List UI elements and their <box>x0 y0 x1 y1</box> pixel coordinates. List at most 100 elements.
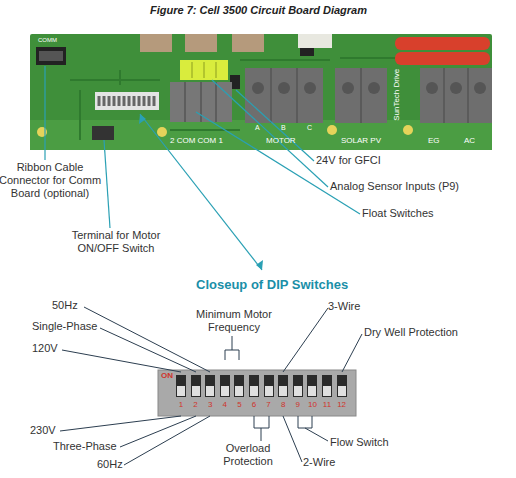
switch-number: 8 <box>276 400 290 410</box>
connector-divider <box>192 62 216 78</box>
dip-switch-slot <box>191 375 201 397</box>
dip-switch-lever <box>192 386 200 396</box>
dip-switch-lever <box>206 386 214 396</box>
brand-marking: SunTech Drive <box>392 65 402 125</box>
board-marking: MOTOR <box>266 136 306 146</box>
inductor-coil <box>395 52 490 65</box>
switch-number: 2 <box>189 400 203 410</box>
switch-number: 6 <box>247 400 261 410</box>
bracket <box>254 416 269 441</box>
dip-switch-slot <box>307 375 317 397</box>
leader-line <box>84 307 210 372</box>
leader-line <box>60 416 181 431</box>
arrow-head <box>256 260 263 270</box>
switch-label: Single-Phase <box>32 320 112 333</box>
section-heading: Closeup of DIP Switches <box>196 277 376 293</box>
dip-switch-slot <box>249 375 259 397</box>
terminal-screw <box>474 82 486 94</box>
mounting-hole <box>157 127 167 137</box>
switch-number: 1 <box>174 400 188 410</box>
capacitor <box>185 34 217 52</box>
terminal-screw <box>368 82 380 94</box>
switch-number: 9 <box>291 400 305 410</box>
dip-switch-slot <box>205 375 215 397</box>
capacitor <box>140 34 172 52</box>
bracket <box>225 336 239 360</box>
leader-line <box>120 416 196 447</box>
callout-label: Analog Sensor Inputs (P9) <box>330 180 500 193</box>
board-marking: 2 COM COM 1 <box>170 136 240 146</box>
callout-label: Float Switches <box>362 207 482 220</box>
dip-switch-lever <box>177 386 185 396</box>
switch-number: 4 <box>218 400 232 410</box>
switch-number: 10 <box>305 400 319 410</box>
dip-switch-lever <box>279 386 287 396</box>
connector-pins <box>39 51 63 61</box>
leader-line <box>342 334 362 372</box>
leader-line <box>212 80 328 187</box>
dip-switch-body <box>158 370 356 416</box>
switch-number: 7 <box>262 400 276 410</box>
ac-terminal <box>420 68 492 123</box>
switch-number: 12 <box>335 400 349 410</box>
circuit-board <box>30 34 492 150</box>
terminal-divider <box>271 68 297 123</box>
terminal-screw <box>304 82 316 94</box>
mounting-hole <box>327 125 337 135</box>
board-trace <box>70 58 410 140</box>
relay <box>298 34 332 48</box>
motor-switch-terminal <box>92 126 114 140</box>
switch-label: 3-Wire <box>328 300 388 313</box>
switch-label: Three-Phase <box>53 440 133 453</box>
callout-label: Ribbon Cable Connector for Comm Board (o… <box>0 161 104 201</box>
switch-label: 230V <box>30 424 70 437</box>
leader-line <box>236 90 314 161</box>
motor-terminal <box>245 68 323 123</box>
switch-label: 2-Wire <box>303 456 363 469</box>
board-dip-switch <box>95 92 159 110</box>
board-marking: COMM <box>38 37 68 44</box>
inductor-coil <box>395 37 490 50</box>
board-marking: AC <box>464 136 480 146</box>
board-marking: SOLAR PV <box>341 136 391 146</box>
dip-switch-lever <box>308 386 316 396</box>
dip-switch-lever <box>323 386 331 396</box>
callout-label: 24V for GFCI <box>316 154 436 167</box>
leader-line <box>44 66 45 160</box>
figure-title: Figure 7: Cell 3500 Circuit Board Diagra… <box>150 4 450 17</box>
board-marking: B <box>281 124 289 132</box>
board-marking: EG <box>428 136 444 146</box>
switch-label: Flow Switch <box>330 436 410 449</box>
board-marking: A <box>255 124 263 132</box>
analog-connector <box>180 60 228 80</box>
dip-switch-lever <box>235 386 243 396</box>
dip-switch-slot <box>278 375 288 397</box>
switch-label: Dry Well Protection <box>364 326 494 339</box>
dip-switch-lever <box>221 386 229 396</box>
terminal-screw <box>450 82 462 94</box>
dip-switch-lever <box>265 386 273 396</box>
switch-number: 3 <box>203 400 217 410</box>
dip-switch-lever <box>250 386 258 396</box>
arrow-head <box>139 114 146 124</box>
leader-line <box>100 328 196 372</box>
bracket <box>298 416 328 441</box>
float-switch-terminal <box>170 82 232 122</box>
callout-label: Terminal for Motor ON/OFF Switch <box>62 229 170 255</box>
leader-line <box>62 350 181 372</box>
terminal-divider <box>444 68 468 123</box>
switch-number: 11 <box>320 400 334 410</box>
leader-line <box>283 308 328 372</box>
board-marking: C <box>307 124 315 132</box>
terminal-screw <box>342 82 354 94</box>
capacitor <box>232 34 264 52</box>
dip-switch-slot <box>234 375 244 397</box>
leader-line <box>104 140 110 228</box>
switch-label: Overload Protection <box>216 442 280 468</box>
switch-on-marking: ON <box>161 371 175 381</box>
switch-label: Minimum Motor Frequency <box>194 308 274 334</box>
chip <box>300 48 314 56</box>
terminal-divider <box>185 82 216 122</box>
switch-label: 120V <box>32 342 72 355</box>
